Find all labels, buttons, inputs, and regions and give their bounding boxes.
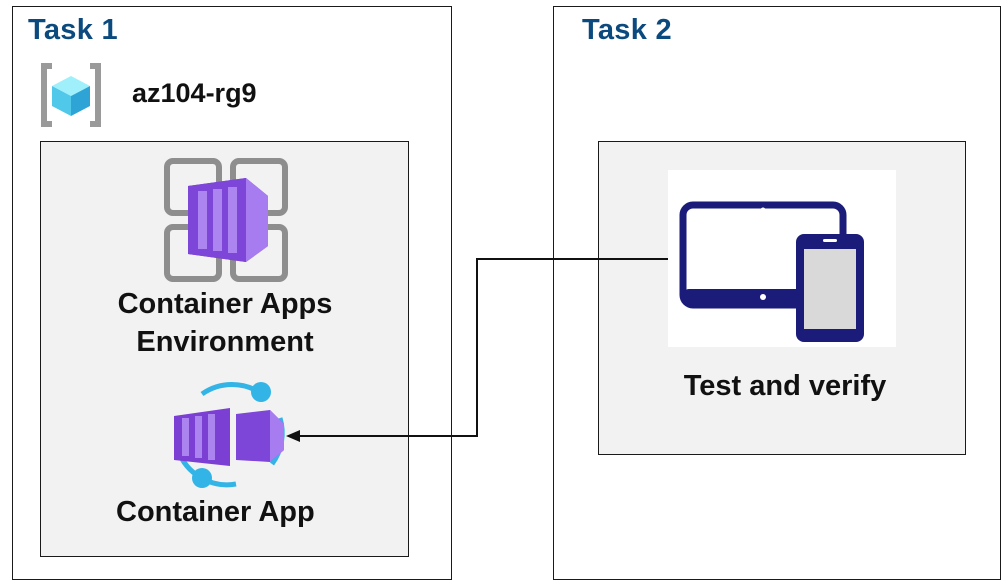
environment-label-line2: Environment <box>136 326 314 358</box>
container-app-icon <box>174 382 285 488</box>
task2-title: Task 2 <box>582 14 672 46</box>
resource-group-icon <box>41 63 101 127</box>
test-verify-label: Test and verify <box>683 370 887 402</box>
environment-label-line1: Container Apps <box>117 288 333 320</box>
container-apps-environment-icon <box>164 158 288 282</box>
container-app-label: Container App <box>116 496 315 528</box>
tablet-phone-icon <box>679 201 864 342</box>
resource-group-label: az104-rg9 <box>132 78 257 108</box>
task1-title: Task 1 <box>28 14 118 46</box>
